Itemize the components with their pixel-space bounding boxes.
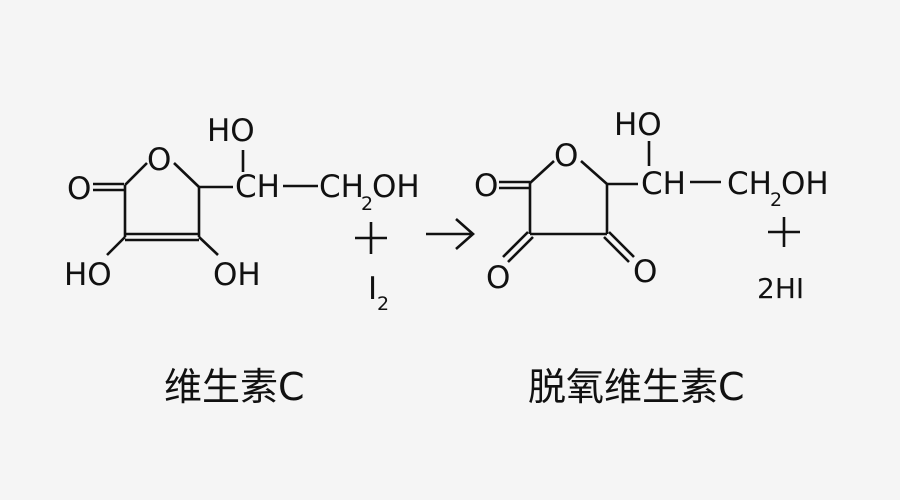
iodine-reagent: I 2 [355,222,389,315]
keto-oxygen-right: O [633,254,657,290]
side-ch2-oh: OH [372,169,420,205]
iodine-symbol: I [368,271,377,307]
side-ch2-c: CH [727,166,772,202]
reaction-arrow-icon [426,218,475,250]
bond-c1-o [529,160,555,184]
side-hydroxyl: HO [614,107,662,143]
product-label: 脱氧维生素C [528,365,745,409]
side-hydroxyl: HO [207,113,255,149]
bond-c2-o-double-b [507,236,534,263]
side-ch: CH [641,166,686,202]
bond-c2-oh [106,236,126,256]
byproduct-formula: 2HI [757,272,804,305]
bond-c1-o [124,162,148,186]
bond-o-c4 [173,162,200,188]
bond-c2-o-double-a [502,231,529,258]
ring-oxygen: O [554,138,578,174]
vitamin-c-structure: O O HO OH HO CH CH 2 OH [64,113,420,293]
iodine-subscript: 2 [377,293,389,315]
hydroiodic-acid-byproduct: 2HI [757,217,804,305]
side-ch2-subscript: 2 [770,189,782,211]
bond-c3-oh [198,236,219,256]
bond-c3-o-double-a [608,231,635,258]
side-ch2-c: CH [319,169,364,205]
bond-o-c4 [580,160,608,185]
hydroxyl-right: OH [213,257,261,293]
reactant-label: 维生素C [164,365,305,409]
carbonyl-oxygen: O [474,168,498,204]
hydroxyl-left: HO [64,257,112,293]
side-ch2-subscript: 2 [361,193,373,215]
side-ch: CH [235,169,280,205]
ring-oxygen: O [147,142,171,178]
side-ch2-oh: OH [781,166,829,202]
dehydro-vitamin-c-structure: O O O O HO CH CH 2 OH [474,107,829,296]
keto-oxygen-left: O [486,260,510,296]
bond-c3-o-double-b [603,236,630,263]
arrow-head [455,218,475,250]
carbonyl-oxygen: O [67,171,91,207]
